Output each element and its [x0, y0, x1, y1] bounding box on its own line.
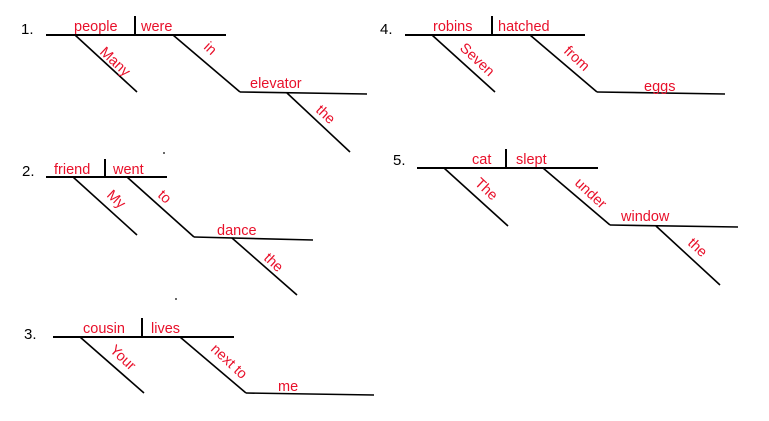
diagram-number: 4.	[380, 21, 393, 38]
object-modifier-word: the	[312, 102, 338, 127]
subject-modifier-word: Many	[96, 44, 133, 80]
subject-modifier-slant	[79, 336, 145, 394]
verb-word: were	[140, 19, 172, 35]
preposition-word: next to	[207, 341, 250, 382]
object-line	[245, 392, 375, 396]
object-line	[609, 224, 739, 228]
diagram-number: 3.	[24, 326, 37, 343]
verb-word: slept	[516, 152, 547, 168]
object-modifier-slant	[286, 92, 351, 153]
verb-word: hatched	[498, 19, 550, 35]
preposition-slant	[529, 34, 598, 93]
preposition-slant	[542, 167, 611, 226]
subject-word: people	[74, 19, 118, 35]
preposition-word: under	[571, 175, 609, 212]
diagram-number: 1.	[21, 21, 34, 38]
subject-modifier-word: The	[471, 175, 500, 204]
object-word: dance	[217, 223, 257, 239]
object-modifier-word: the	[260, 250, 286, 275]
diagram-4: 4. robins hatched Seven from eggs	[380, 16, 726, 95]
stray-dot	[175, 298, 177, 300]
subject-word: cat	[472, 152, 491, 168]
subject-modifier-word: Seven	[456, 40, 497, 80]
stray-dot	[163, 152, 165, 154]
preposition-word: from	[560, 43, 592, 74]
object-word: me	[278, 379, 298, 395]
object-modifier-word: the	[684, 235, 710, 260]
subject-modifier-slant	[443, 167, 509, 227]
object-line	[239, 91, 368, 95]
object-modifier-slant	[655, 225, 721, 286]
object-word: elevator	[250, 76, 302, 92]
subject-word: friend	[54, 162, 90, 178]
object-word: eggs	[644, 79, 675, 95]
preposition-word: in	[200, 39, 219, 58]
object-word: window	[620, 209, 670, 225]
object-line	[596, 91, 726, 95]
subject-modifier-slant	[74, 34, 138, 93]
object-modifier-slant	[231, 237, 298, 296]
diagram-number: 2.	[22, 163, 35, 180]
diagram-2: 2. friend went My to dance the	[22, 159, 314, 296]
subject-modifier-slant	[431, 34, 496, 93]
subject-word: robins	[433, 19, 473, 35]
subject-word: cousin	[83, 321, 125, 337]
preposition-slant	[179, 336, 247, 394]
verb-word: went	[112, 162, 144, 178]
preposition-slant	[172, 34, 241, 93]
subject-modifier-slant	[72, 176, 138, 236]
verb-word: lives	[151, 321, 180, 337]
subject-modifier-word: Your	[106, 342, 138, 374]
diagram-1: 1. people were Many in elevator the	[21, 16, 368, 153]
preposition-slant	[126, 176, 195, 238]
diagram-number: 5.	[393, 152, 406, 169]
diagram-3: 3. cousin lives Your next to me	[24, 318, 375, 396]
diagram-5: 5. cat slept The under window the	[393, 149, 739, 286]
object-line	[193, 236, 314, 241]
